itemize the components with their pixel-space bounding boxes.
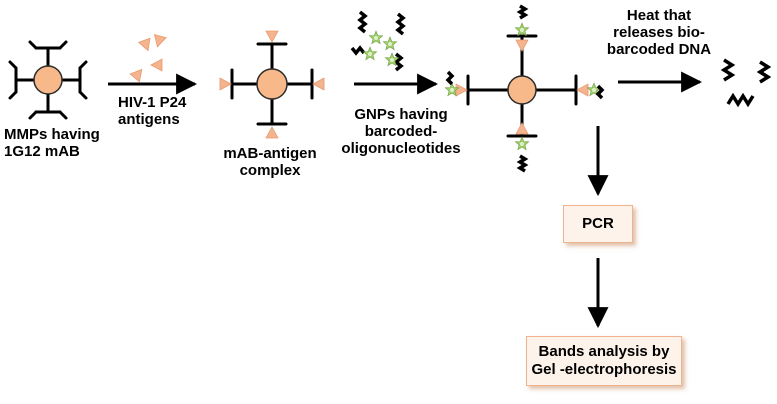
complex-bead [256, 68, 288, 100]
mmp-bead-group [8, 40, 88, 120]
gnps-label: GNPs having barcoded- oligonucleotides [341, 106, 461, 157]
antigens-label: HIV-1 P24 antigens [118, 94, 187, 128]
gnp-cluster [350, 10, 406, 72]
free-antigens [129, 34, 167, 83]
bands-analysis-box: Bands analysis by Gel -electrophoresis [526, 336, 682, 386]
mmp-bead [33, 65, 63, 95]
sandwich-dna [445, 4, 605, 173]
released-dna [720, 58, 772, 108]
heat-label: Heat that releases bio- barcoded DNA [606, 7, 712, 58]
sandwich-bead [507, 75, 537, 105]
complex-label: mAB-antigen complex [223, 145, 317, 179]
complex-antibodies [230, 42, 314, 126]
pcr-box: PCR [563, 205, 633, 243]
mmps-label: MMPs having 1G12 mAB [4, 126, 100, 160]
